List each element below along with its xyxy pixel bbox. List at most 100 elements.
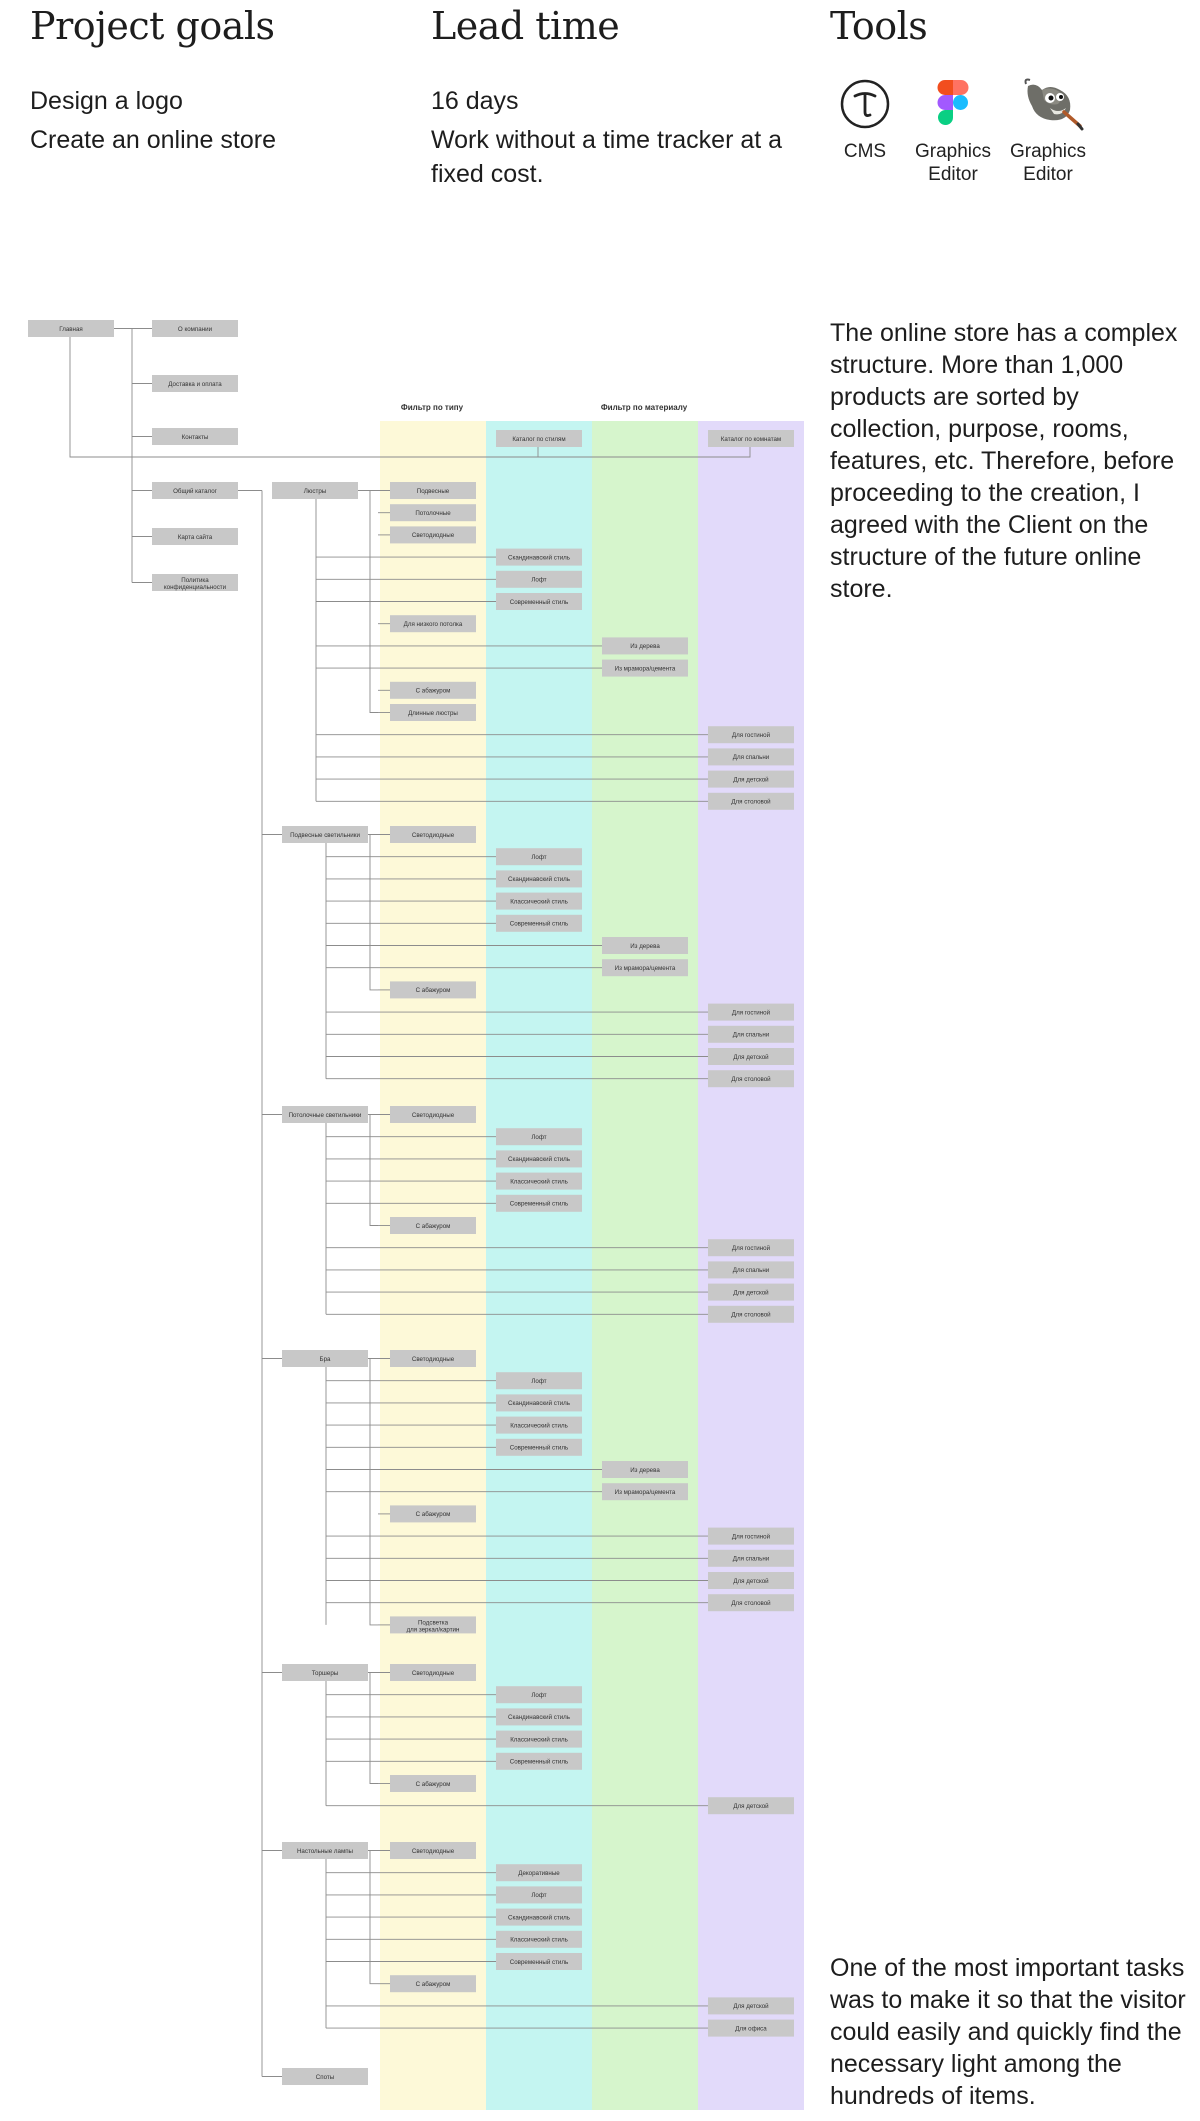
node-room-2-6-label: Для гостиной <box>732 1245 771 1252</box>
column-bg-style <box>486 421 592 2110</box>
node-type-3-0-label: Светодиодные <box>412 1356 455 1363</box>
tool-figma: Graphics Editor <box>903 76 1003 186</box>
node-type-0-10-label: Длинные люстры <box>408 710 458 717</box>
node-style-1-3-label: Классический стиль <box>510 898 568 905</box>
node-type-5-0-label: Светодиодные <box>412 1848 455 1855</box>
node-style-5-4-box <box>496 1930 582 1948</box>
node-material-1-6-label: Из мрамора/цемента <box>615 965 676 972</box>
node-style-2-4-box <box>496 1194 582 1212</box>
node-category-2-label: Потолочные светильники <box>289 1112 362 1119</box>
node-style-4-3-box <box>496 1730 582 1748</box>
node-room-5-7-box <box>708 1997 794 2015</box>
node-catalog-room-label: Каталог по комнатам <box>721 436 781 443</box>
node-root-label: Главная <box>59 326 83 333</box>
cms-logo-icon <box>837 76 893 132</box>
node-type-0-6-box <box>390 615 476 633</box>
connector-line <box>358 490 378 713</box>
node-style-3-1-label: Лофт <box>531 1378 546 1385</box>
node-type-0-9-box <box>390 681 476 699</box>
node-catalog-style-box <box>496 430 582 447</box>
node-style-1-2-box <box>496 870 582 888</box>
node-style-1-4-box <box>496 914 582 932</box>
node-top-0-label: О компании <box>178 326 213 333</box>
node-category-6-label: Споты <box>316 2074 335 2081</box>
node-style-1-2-label: Скандинавский стиль <box>508 876 570 883</box>
node-style-1-1-box <box>496 848 582 866</box>
goal-item-store: Create an online store <box>30 126 276 154</box>
node-catalog-style-label: Каталог по стилям <box>512 436 565 443</box>
node-type-2-5-box <box>390 1217 476 1234</box>
node-style-5-1-box <box>496 1864 582 1882</box>
node-room-4-6-label: Для детской <box>733 1803 769 1810</box>
node-root-box <box>28 320 114 337</box>
node-type-1-7-label: С абажуром <box>416 987 451 994</box>
node-room-3-10-box <box>708 1572 794 1589</box>
node-top-3-box <box>152 482 238 499</box>
node-room-0-13-box <box>708 770 794 788</box>
lead-time-value: 16 days <box>431 87 519 115</box>
node-type-3-12-label: Подсветка <box>418 1619 449 1626</box>
lead-time-note: Work without a time tracker at a fixed c… <box>431 126 783 188</box>
node-top-0-box <box>152 320 238 337</box>
node-style-2-3-box <box>496 1172 582 1190</box>
node-material-0-7-box <box>602 637 688 655</box>
node-category-4-box <box>282 1664 368 1681</box>
node-top-4-label: Карта сайта <box>178 534 213 541</box>
lead-time-heading: Lead time <box>431 4 620 48</box>
node-category-3-box <box>282 1350 368 1367</box>
node-top-1-label: Доставка и оплата <box>168 381 222 388</box>
node-type-0-1-label: Потолочные <box>415 510 451 517</box>
column-bg-material <box>592 421 698 2110</box>
node-room-0-14-box <box>708 792 794 810</box>
node-type-3-12-label: для зеркал/картин <box>407 1626 460 1633</box>
column-header-type: Фильтр по типу <box>401 403 464 412</box>
node-type-0-1-box <box>390 504 476 522</box>
node-style-5-2-label: Лофт <box>531 1892 546 1899</box>
node-category-0-label: Люстры <box>304 488 327 495</box>
node-style-0-3-label: Скандинавский стиль <box>508 554 570 561</box>
node-top-3-label: Общий каталог <box>173 488 218 495</box>
node-style-2-3-label: Классический стиль <box>510 1178 568 1185</box>
column-bg-type <box>380 421 486 2110</box>
node-type-1-7-box <box>390 981 476 999</box>
node-room-0-14-label: Для столовой <box>731 799 771 806</box>
node-material-0-7-label: Из дерева <box>630 643 660 650</box>
node-room-1-8-box <box>708 1003 794 1021</box>
node-room-3-8-box <box>708 1527 794 1545</box>
node-room-0-11-box <box>708 726 794 744</box>
node-style-5-5-label: Современный стиль <box>510 1959 568 1966</box>
node-type-1-0-label: Светодиодные <box>412 832 455 839</box>
node-style-3-4-box <box>496 1438 582 1456</box>
node-room-3-9-box <box>708 1549 794 1567</box>
node-room-1-11-label: Для столовой <box>731 1076 771 1083</box>
structure-description: The online store has a complex structure… <box>830 319 1178 603</box>
connector-line <box>368 1672 378 1784</box>
node-top-2-label: Контакты <box>182 434 209 441</box>
connector-line <box>368 1850 378 1985</box>
node-top-5-label: конфиденциальности <box>164 584 227 591</box>
node-category-0-box <box>272 482 358 499</box>
node-type-2-5-label: С абажуром <box>416 1223 451 1230</box>
node-room-5-7-label: Для детской <box>733 2003 769 2010</box>
node-type-2-0-box <box>390 1106 476 1123</box>
node-room-1-10-label: Для детской <box>733 1054 769 1061</box>
project-goals-heading: Project goals <box>30 4 275 48</box>
node-style-2-2-label: Скандинавский стиль <box>508 1156 570 1163</box>
node-room-0-12-label: Для спальни <box>733 754 770 761</box>
node-type-0-0-label: Подвесные <box>417 488 450 495</box>
node-style-0-4-box <box>496 570 582 588</box>
node-style-4-2-box <box>496 1708 582 1726</box>
node-room-5-8-label: Для офиса <box>735 2025 767 2032</box>
node-room-2-8-label: Для детской <box>733 1289 769 1296</box>
node-top-2-box <box>152 428 238 445</box>
node-type-4-5-label: С абажуром <box>416 1781 451 1788</box>
node-room-2-8-box <box>708 1283 794 1301</box>
figma-icon <box>925 76 981 132</box>
node-material-3-5-box <box>602 1461 688 1478</box>
node-room-2-9-box <box>708 1305 794 1323</box>
node-type-5-0-box <box>390 1842 476 1859</box>
node-style-2-1-box <box>496 1128 582 1146</box>
node-style-5-4-label: Классический стиль <box>510 1937 568 1944</box>
node-style-4-4-label: Современный стиль <box>510 1759 568 1766</box>
